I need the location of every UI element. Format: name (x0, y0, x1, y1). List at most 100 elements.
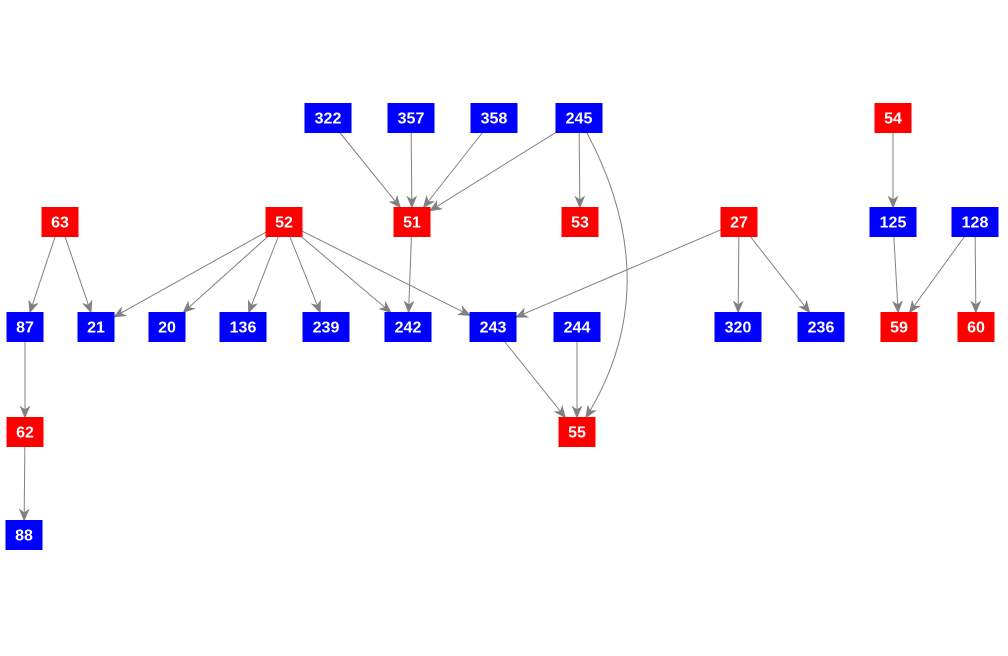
node-88: 88 (5, 520, 43, 550)
node-label-236: 236 (808, 320, 835, 337)
edge-52-243 (301, 230, 471, 316)
node-244: 244 (553, 312, 601, 342)
node-label-60: 60 (967, 320, 985, 337)
edge-245-53 (574, 132, 586, 209)
edge-128-60 (970, 236, 982, 314)
node-label-357: 357 (398, 111, 425, 128)
node-label-62: 62 (16, 425, 34, 442)
node-label-53: 53 (571, 215, 589, 232)
node-59: 59 (880, 312, 918, 342)
node-rect-59 (880, 312, 918, 342)
node-rect-244 (553, 312, 601, 342)
node-322: 322 (304, 103, 352, 133)
node-label-59: 59 (890, 320, 908, 337)
node-54: 54 (874, 103, 912, 133)
node-236: 236 (797, 312, 845, 342)
node-rect-55 (558, 417, 596, 447)
node-63: 63 (41, 207, 79, 237)
edge-245-51 (429, 131, 557, 212)
node-rect-236 (797, 312, 845, 342)
node-242: 242 (384, 312, 432, 342)
node-rect-52 (265, 207, 303, 237)
edge-27-236 (749, 236, 811, 314)
edge-357-51 (406, 132, 418, 209)
edge-52-21 (113, 231, 267, 318)
node-label-52: 52 (275, 215, 293, 232)
edge-63-87 (28, 236, 56, 314)
node-label-63: 63 (51, 215, 69, 232)
node-rect-242 (384, 312, 432, 342)
node-rect-243 (469, 312, 517, 342)
node-rect-125 (869, 207, 917, 237)
node-label-136: 136 (230, 320, 257, 337)
edge-128-59 (908, 236, 965, 314)
node-label-239: 239 (313, 320, 340, 337)
node-55: 55 (558, 417, 596, 447)
edge-322-51 (339, 132, 401, 209)
edge-52-20 (182, 236, 269, 314)
node-62: 62 (6, 417, 44, 447)
edge-52-239 (289, 236, 321, 314)
node-rect-245 (555, 103, 603, 133)
edge-63-21 (64, 236, 93, 314)
node-rect-136 (219, 312, 267, 342)
node-239: 239 (302, 312, 350, 342)
node-label-20: 20 (158, 320, 176, 337)
node-label-125: 125 (880, 215, 907, 232)
node-20: 20 (148, 312, 186, 342)
node-label-87: 87 (16, 320, 34, 337)
node-358: 358 (470, 103, 518, 133)
node-136: 136 (219, 312, 267, 342)
node-53: 53 (561, 207, 599, 237)
node-rect-20 (148, 312, 186, 342)
node-rect-239 (302, 312, 350, 342)
node-357: 357 (387, 103, 435, 133)
node-27: 27 (720, 207, 758, 237)
node-rect-54 (874, 103, 912, 133)
edge-62-88 (18, 446, 30, 522)
node-128: 128 (951, 207, 999, 237)
node-rect-88 (5, 520, 43, 550)
node-rect-27 (720, 207, 758, 237)
node-label-244: 244 (564, 320, 591, 337)
node-rect-21 (77, 312, 115, 342)
node-rect-320 (714, 312, 762, 342)
edge-51-242 (403, 236, 415, 314)
node-60: 60 (957, 312, 995, 342)
node-label-245: 245 (566, 111, 593, 128)
node-label-320: 320 (725, 320, 752, 337)
node-320: 320 (714, 312, 762, 342)
edge-245-55 (585, 132, 628, 419)
edge-125-59 (892, 236, 903, 314)
node-21: 21 (77, 312, 115, 342)
node-245: 245 (555, 103, 603, 133)
edge-358-51 (422, 132, 483, 209)
node-rect-53 (561, 207, 599, 237)
node-label-27: 27 (730, 215, 748, 232)
edge-27-243 (515, 229, 722, 318)
node-label-54: 54 (884, 111, 902, 128)
edge-243-55 (504, 341, 567, 419)
node-rect-62 (6, 417, 44, 447)
edge-27-320 (732, 236, 744, 314)
node-label-358: 358 (481, 111, 508, 128)
node-rect-128 (951, 207, 999, 237)
node-label-51: 51 (403, 215, 421, 232)
node-52: 52 (265, 207, 303, 237)
node-label-242: 242 (395, 320, 422, 337)
node-rect-51 (393, 207, 431, 237)
edge-52-242 (300, 236, 392, 314)
node-label-128: 128 (962, 215, 989, 232)
node-51: 51 (393, 207, 431, 237)
node-label-243: 243 (480, 320, 507, 337)
node-label-88: 88 (15, 528, 33, 545)
node-rect-357 (387, 103, 435, 133)
node-label-21: 21 (87, 320, 105, 337)
node-rect-322 (304, 103, 352, 133)
node-rect-63 (41, 207, 79, 237)
node-label-55: 55 (568, 425, 586, 442)
node-rect-358 (470, 103, 518, 133)
node-layer: 322 357 358 245 54 63 52 51 53 27 125 128 87 21 20 136 2… (5, 103, 999, 550)
